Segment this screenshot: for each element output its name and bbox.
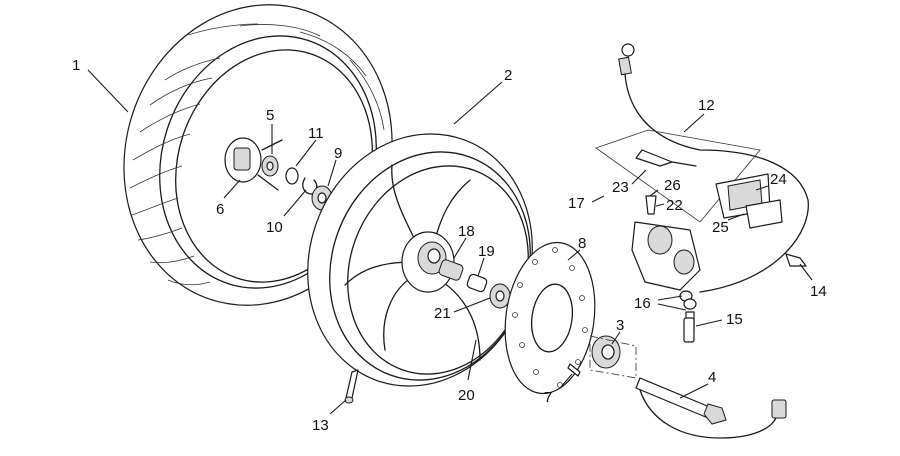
callout-22: 22 [666,197,683,214]
callout-9: 9 [334,145,342,162]
disc-bolt [567,363,581,377]
callout-1: 1 [72,57,80,74]
callout-13: 13 [312,417,329,434]
callout-16: 16 [634,295,651,312]
brake-disc [504,241,596,395]
caliper-bolt-15 [683,317,695,343]
callout-24: 24 [770,171,787,188]
callout-5: 5 [266,107,274,124]
circlip-10 [302,177,318,195]
tire-valve [344,369,359,404]
axle [635,377,787,439]
callout-2: 2 [504,67,512,84]
callout-11: 11 [308,125,324,142]
leader-lines [87,69,813,415]
callout-12: 12 [698,97,715,114]
bearing-5 [261,155,279,177]
callout-7: 7 [544,389,552,406]
callout-21: 21 [434,305,451,322]
callout-6: 6 [216,201,224,218]
callout-10: 10 [266,219,283,236]
caliper-bolt-14 [785,253,807,267]
callout-8: 8 [578,235,586,252]
callout-19: 19 [478,243,495,260]
callout-26: 26 [664,177,681,194]
callout-23: 23 [612,179,629,196]
tire-hub [224,137,283,191]
callout-labels: 1 2 3 4 5 6 7 8 9 10 11 12 13 14 15 16 1… [72,57,827,434]
callout-4: 4 [708,369,716,386]
spacer-19 [466,273,488,293]
callout-20: 20 [458,387,475,404]
spacer-18 [438,259,464,281]
callout-15: 15 [726,311,743,328]
brake-hose [618,43,809,293]
callout-18: 18 [458,223,475,240]
callout-25: 25 [712,219,729,236]
callout-17: 17 [568,195,585,212]
callout-14: 14 [810,283,827,300]
seal-11 [285,167,299,185]
caliper-group [595,129,783,331]
bearing-21 [489,283,511,309]
speedo-drive [589,335,637,379]
callout-3: 3 [616,317,624,334]
